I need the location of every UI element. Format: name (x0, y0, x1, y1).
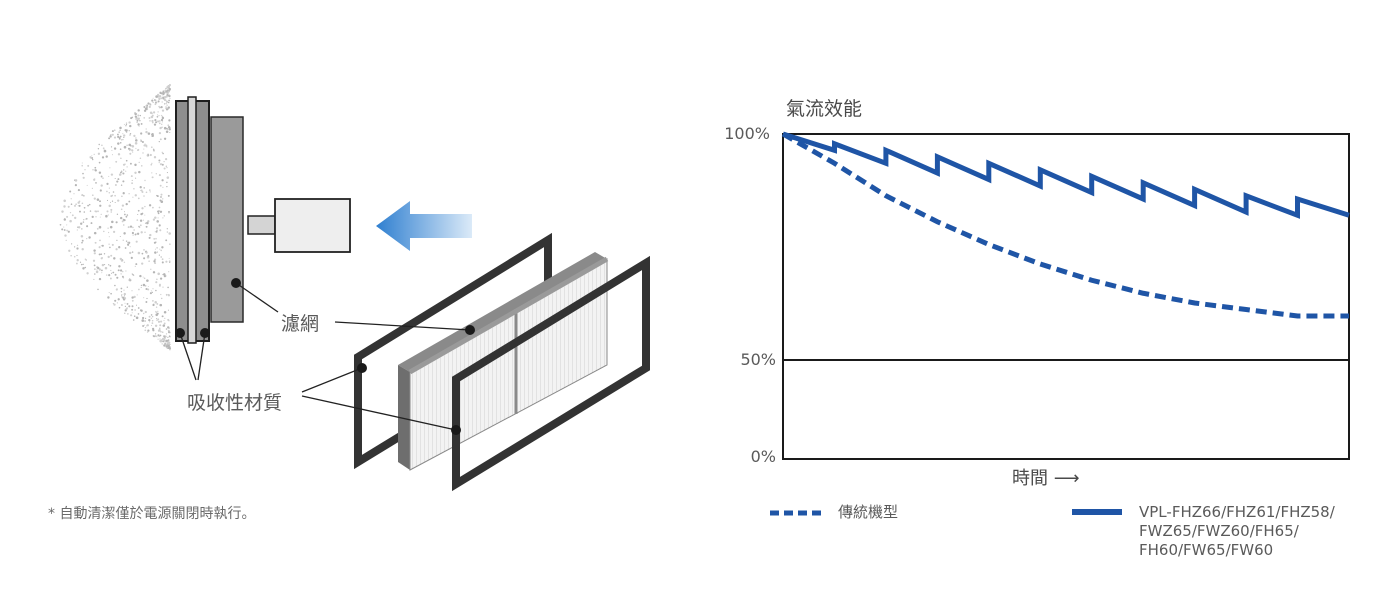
y-tick-100: 100% (724, 124, 770, 143)
y-tick-0: 0% (750, 447, 776, 466)
leader-dots (175, 278, 475, 435)
airflow-arrow-icon (376, 201, 472, 251)
projector-filter-assembly (175, 96, 244, 344)
leader-lines (179, 282, 471, 431)
filter-label: 濾網 (281, 313, 320, 335)
footnote: * 自動清潔僅於電源關閉時執行。 (48, 506, 256, 522)
filter-diagram (59, 84, 650, 492)
legend-label-conventional: 傳統機型 (838, 503, 899, 521)
chart-y-title: 氣流效能 (786, 98, 863, 120)
filter-cartridge (354, 232, 650, 492)
y-tick-50: 50% (740, 350, 776, 369)
series-line-vpl (782, 131, 1350, 219)
series-line-conventional (781, 131, 1349, 319)
motor-icon (247, 198, 351, 253)
absorbent-material-label: 吸收性材質 (187, 392, 283, 414)
legend-label-vpl: VPL-FHZ66/FHZ61/FHZ58/ FWZ65/FWZ60/FH65/… (1139, 503, 1335, 559)
dust-cloud (59, 84, 172, 351)
plot-frame (782, 133, 1350, 460)
chart-x-title: 時間 ⟶ (1012, 468, 1080, 489)
